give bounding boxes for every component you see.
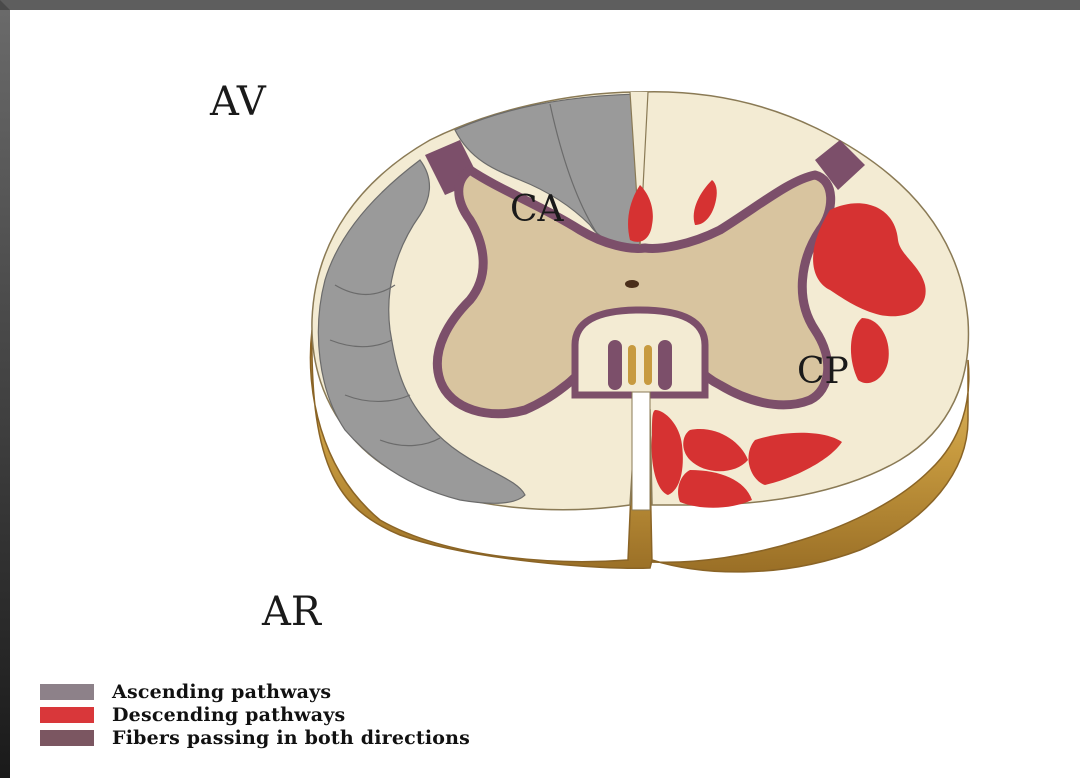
legend-item-descending: Descending pathways <box>40 703 470 726</box>
posterior-median-region <box>575 310 705 395</box>
anterior-horn-label: CA <box>510 192 564 228</box>
legend-swatch-both-directions <box>40 730 94 746</box>
legend-item-ascending: Ascending pathways <box>40 680 470 703</box>
legend: Ascending pathways Descending pathways F… <box>40 680 470 749</box>
legend-swatch-ascending <box>40 684 94 700</box>
central-canal <box>625 280 639 288</box>
posterior-septum-left <box>628 345 636 385</box>
posterior-horn-label: CP <box>797 354 849 390</box>
legend-swatch-descending <box>40 707 94 723</box>
anterior-label: AV <box>210 82 266 122</box>
legend-label-ascending: Ascending pathways <box>112 681 331 703</box>
posterior-septum-right <box>644 345 652 385</box>
both-directions-posterior-2 <box>658 340 672 390</box>
legend-label-both-directions: Fibers passing in both directions <box>112 727 470 749</box>
both-directions-posterior-1 <box>608 340 622 390</box>
posterior-label: AR <box>262 592 321 632</box>
posterior-median-fissure <box>632 392 650 510</box>
legend-item-both-directions: Fibers passing in both directions <box>40 726 470 749</box>
legend-label-descending: Descending pathways <box>112 704 345 726</box>
